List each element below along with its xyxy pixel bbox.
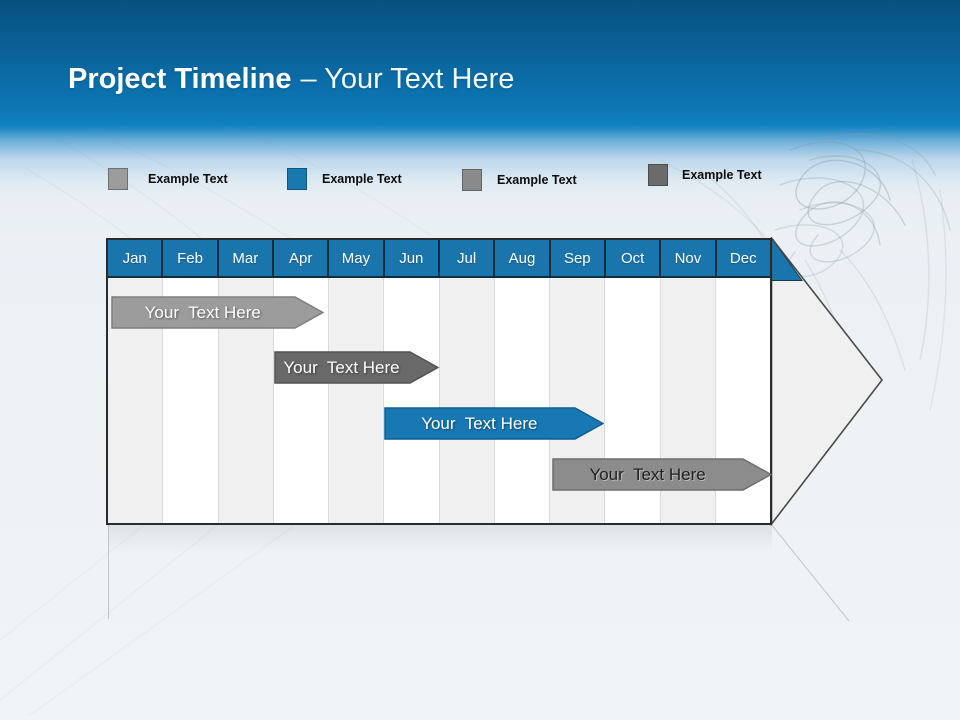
month-cell-apr[interactable]: Apr [273,240,330,276]
month-column [384,278,440,523]
task-bar-3[interactable]: Your Text Here [384,407,604,440]
task-bar-2[interactable]: Your Text Here [273,351,439,384]
task-bar-shape [552,458,773,491]
legend-item-label: Example Text [148,172,228,186]
month-cell-jul[interactable]: Jul [439,240,496,276]
table-reflection [108,524,850,622]
legend-item-3[interactable]: Example Text [462,169,577,191]
legend-item-4[interactable]: Example Text [648,164,762,186]
month-cell-jun[interactable]: Jun [384,240,440,276]
legend-item-label: Example Text [682,168,762,182]
title-light-text: – Your Text Here [300,63,515,95]
task-bar-shape [273,351,439,384]
month-cell-sep[interactable]: Sep [550,240,606,276]
month-cell-aug[interactable]: Aug [495,240,551,276]
month-column [494,278,550,523]
page-title[interactable]: Project Timeline– Your Text Here [68,60,514,98]
legend-swatch [462,169,482,191]
timeline-arrowhead [770,237,884,527]
legend-item-2[interactable]: Example Text [287,168,402,190]
title-band [0,0,960,196]
legend-swatch [108,168,128,190]
legend-item-1[interactable]: Example Text [108,168,228,190]
month-column [329,278,385,523]
task-bar-1[interactable]: Your Text Here [111,296,324,329]
title-bold-text: Project Timeline [68,63,292,95]
legend-swatch [287,168,307,190]
task-bar-label: Your Text Here [589,465,706,484]
month-cell-oct[interactable]: Oct [605,240,662,276]
month-cell-jan[interactable]: Jan [108,240,164,276]
month-cell-may[interactable]: May [329,240,385,276]
month-cell-feb[interactable]: Feb [163,240,219,276]
task-bar-4[interactable]: Your Text Here [552,458,773,491]
month-cell-mar[interactable]: Mar [218,240,274,276]
task-bar-label: Your Text Here [144,303,261,322]
task-bar-shape [384,407,604,440]
legend-item-label: Example Text [322,172,402,186]
task-bar-label: Your Text Here [283,358,400,377]
legend-swatch [648,164,668,186]
month-cell-dec[interactable]: Dec [716,240,770,276]
month-cell-nov[interactable]: Nov [661,240,717,276]
task-bar-shape [111,296,324,329]
month-column [439,278,495,523]
legend-item-label: Example Text [497,173,577,187]
task-bar-label: Your Text Here [421,414,538,433]
